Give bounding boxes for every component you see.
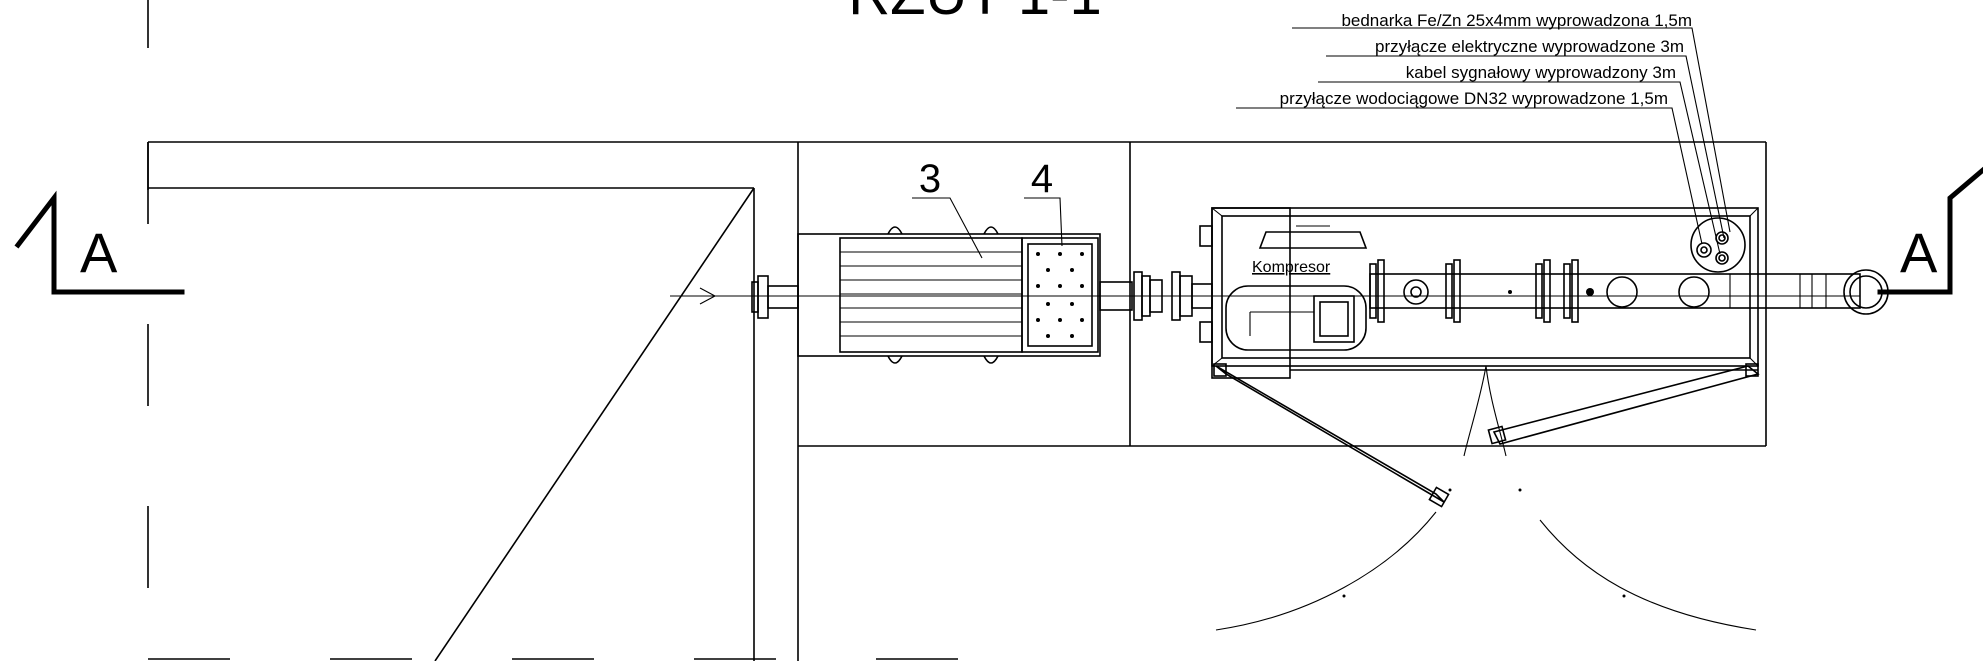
section-letter-left: A bbox=[80, 221, 118, 284]
shaft-couplings bbox=[1099, 271, 1213, 321]
callout-electric: przyłącze elektryczne wyprowadzone 3m bbox=[1375, 37, 1684, 56]
item-3-label: 3 bbox=[919, 157, 941, 201]
drawing-title: RZUT 1-1 bbox=[848, 0, 1102, 27]
door-swing-arcs bbox=[1215, 365, 1757, 631]
callout-earthing: bednarka Fe/Zn 25x4mm wyprowadzona 1,5m bbox=[1341, 11, 1692, 30]
compressor-unit bbox=[1199, 207, 1889, 379]
compressor-label: Kompresor bbox=[1252, 259, 1331, 276]
item-4-leader: 4 bbox=[1024, 157, 1063, 247]
item-3-leader: 3 bbox=[912, 157, 983, 259]
room-diagonal bbox=[434, 187, 755, 661]
motor bbox=[797, 226, 1101, 364]
door-right-leaf bbox=[1487, 363, 1760, 445]
wall-coupling bbox=[751, 275, 799, 319]
terminal-box bbox=[1021, 237, 1099, 353]
callout-water: przyłącze wodociągowe DN32 wyprowadzone … bbox=[1280, 89, 1668, 108]
door-left-leaf bbox=[1213, 363, 1450, 508]
callout-signal: kabel sygnałowy wyprowadzony 3m bbox=[1406, 63, 1676, 82]
section-letter-right: A bbox=[1900, 221, 1938, 284]
callout-leaders bbox=[1236, 27, 1731, 255]
section-mark-right: A bbox=[1877, 166, 1983, 295]
section-mark-left: A bbox=[14, 190, 185, 295]
item-4-label: 4 bbox=[1031, 157, 1053, 201]
